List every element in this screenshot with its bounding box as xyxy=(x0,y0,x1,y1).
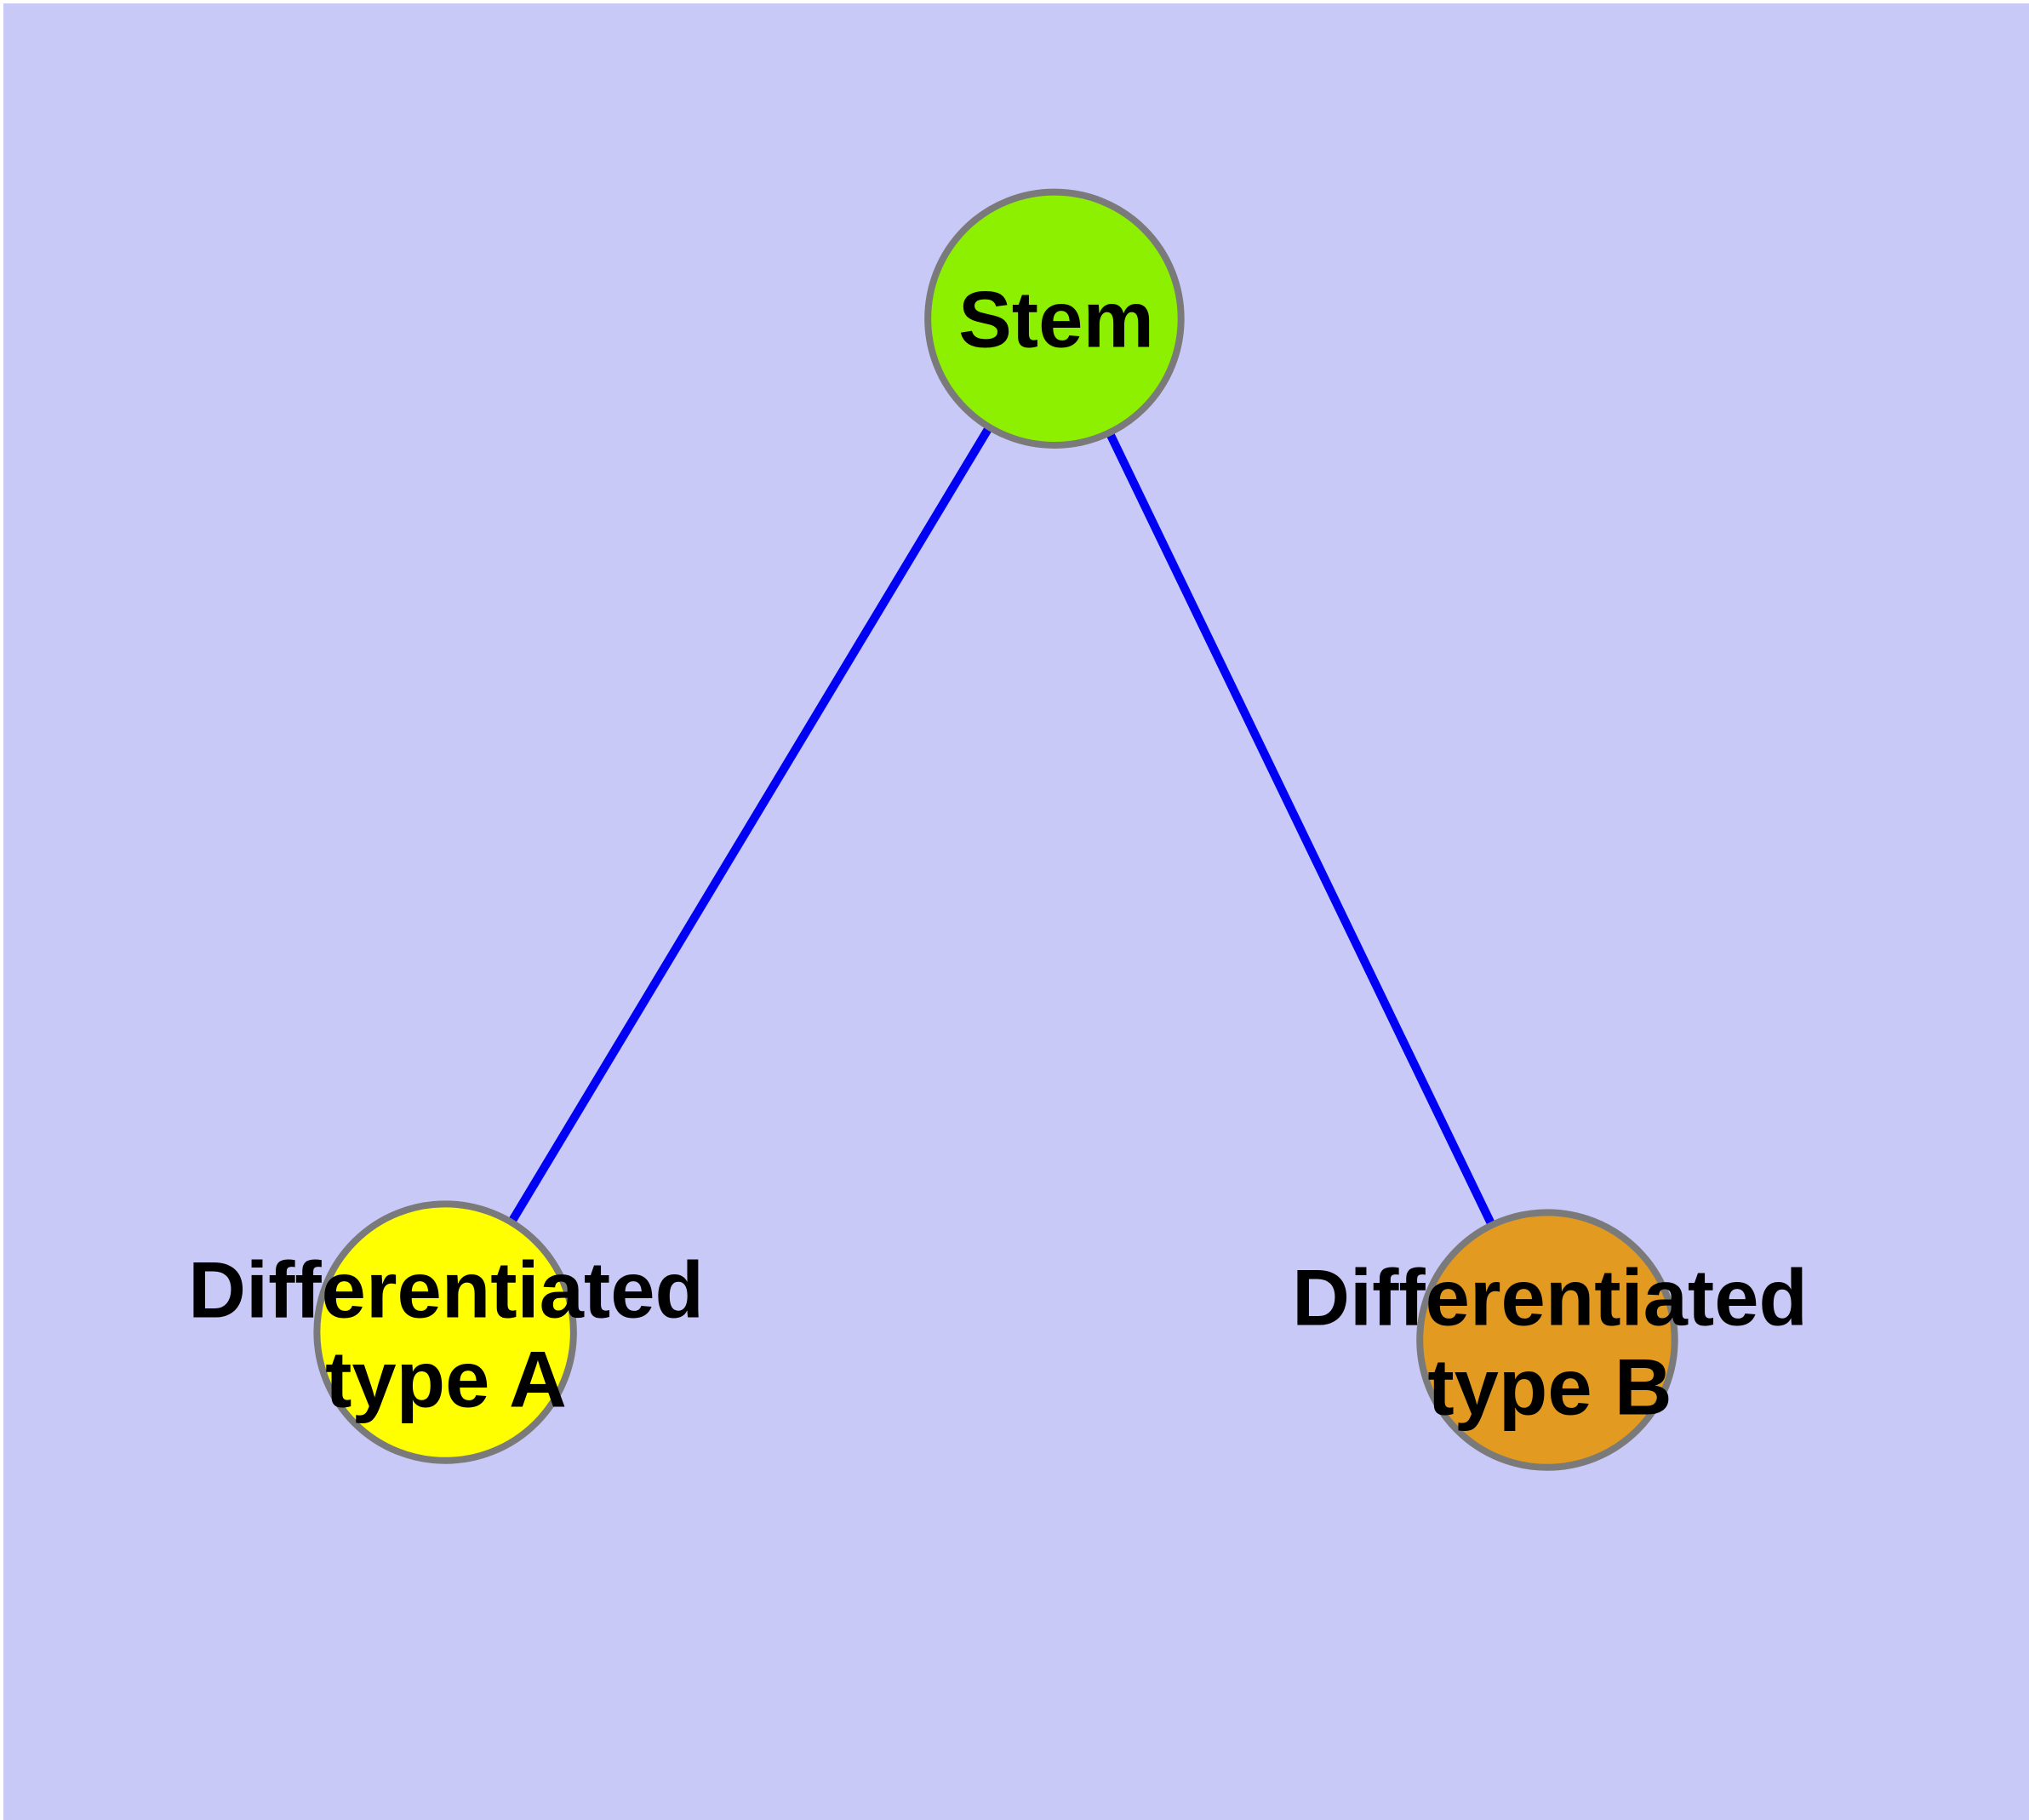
graph-svg xyxy=(313,188,1678,1471)
node-circle-stem xyxy=(924,188,1185,449)
edge-line-stem-differentiated-type-b xyxy=(1050,317,1552,1342)
node-circle-differentiated-type-b xyxy=(1416,1209,1678,1471)
node-circle-differentiated-type-a xyxy=(313,1200,577,1464)
edge-line-stem-differentiated-type-a xyxy=(441,316,1059,1335)
